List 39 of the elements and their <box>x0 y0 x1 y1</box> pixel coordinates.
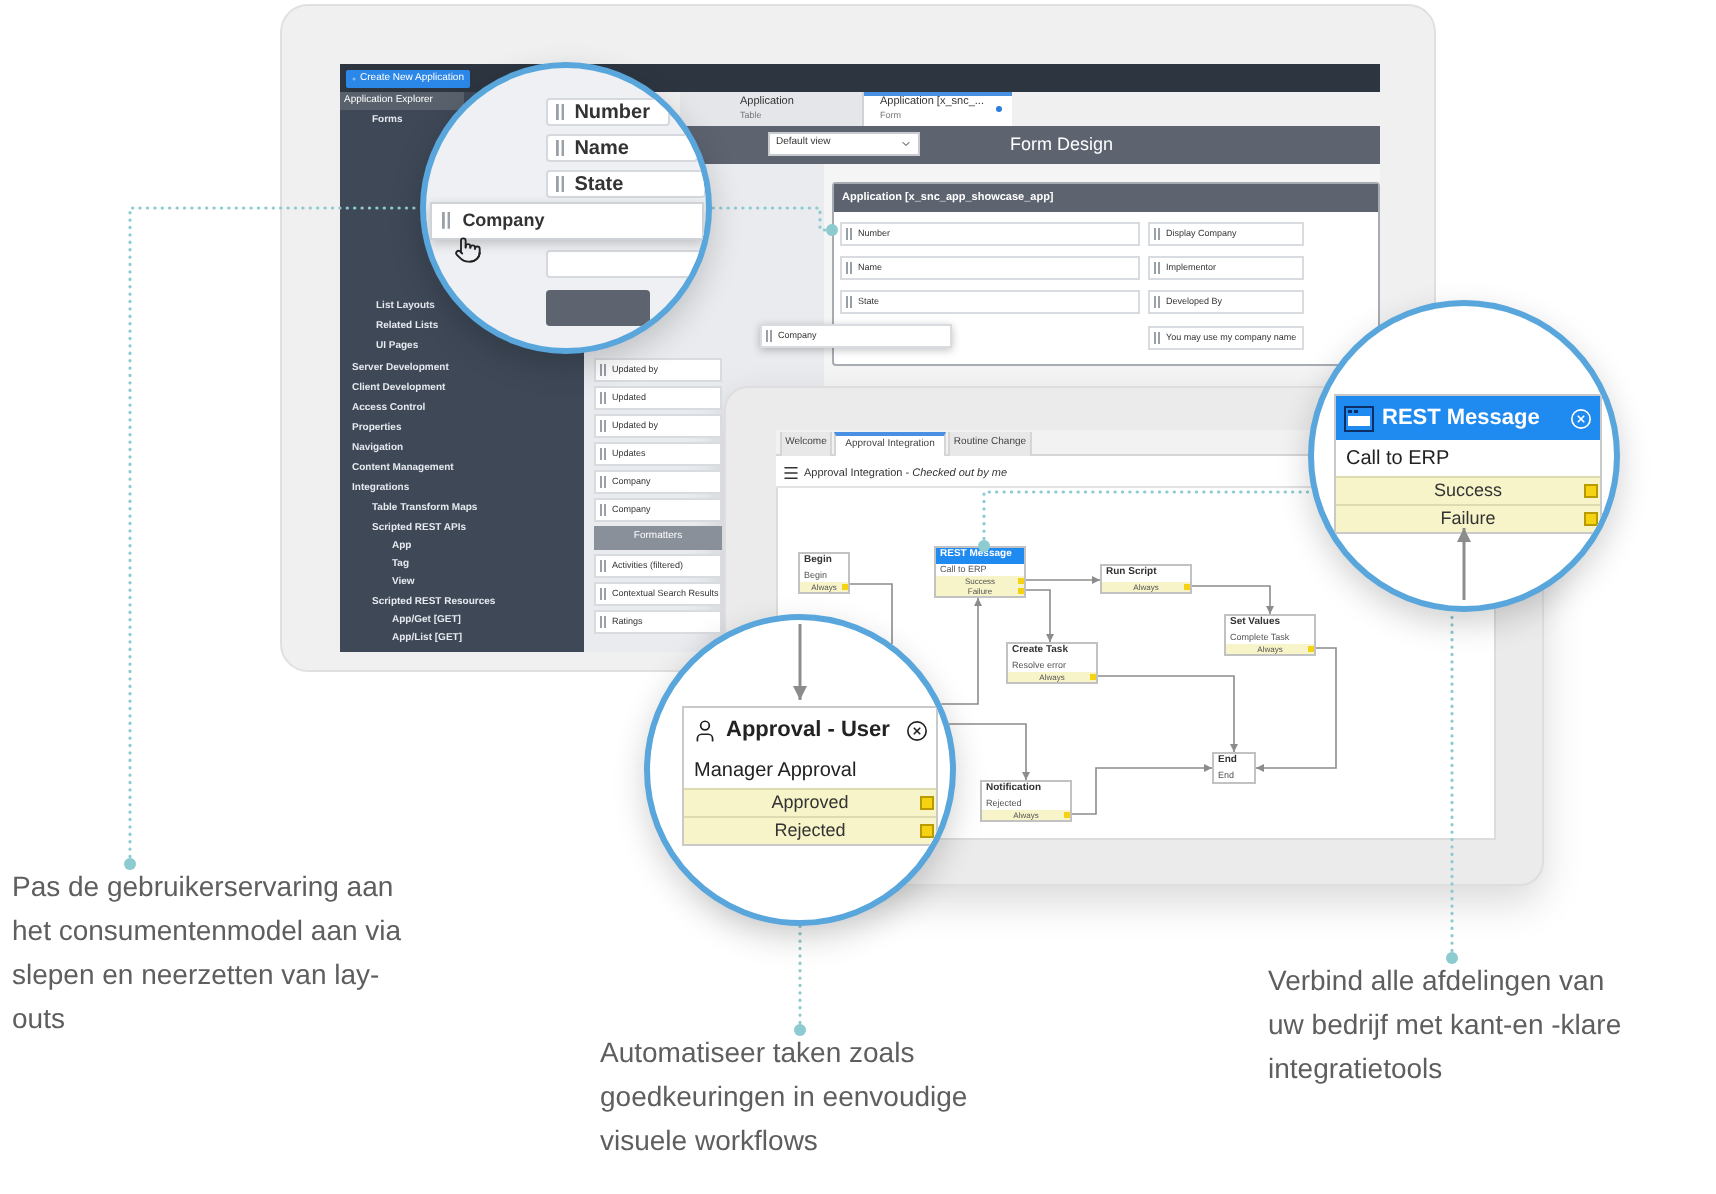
connector-arrow <box>793 624 807 700</box>
condition-label: Success <box>1433 477 1502 504</box>
field-label: Company <box>462 207 545 234</box>
workflow-activity <box>1100 564 1192 594</box>
card-subtitle: Manager Approval <box>692 757 859 785</box>
panel-title: Form Design <box>1010 132 1114 156</box>
card-subtitle: Call to ERP <box>1344 445 1452 473</box>
field-label: Number <box>574 99 650 127</box>
callout-text: Automatiseer taken zoals goedkeuringen in eenvoudige visuele workflows <box>600 1030 1010 1162</box>
connector-arrow <box>1025 589 1054 643</box>
workflow-activity <box>798 552 850 594</box>
connector-arrow <box>1071 764 1213 815</box>
condition-label: Rejected <box>774 817 846 844</box>
connector-arrow <box>1255 647 1337 772</box>
connector-arrow <box>940 597 982 705</box>
field-label: Name <box>574 135 629 163</box>
connector-arrow <box>1191 585 1274 615</box>
field-label: State <box>574 171 624 199</box>
card-title: Approval - User <box>726 715 892 746</box>
connector-arrow <box>1457 528 1471 600</box>
workflow-activity <box>1224 614 1316 656</box>
activity-card <box>682 706 938 846</box>
workflow-activity <box>1212 752 1256 784</box>
connector-arrow <box>948 723 1030 781</box>
condition-label: Failure <box>1440 505 1496 532</box>
workflow-activity <box>934 546 1026 598</box>
workflow-activity <box>980 780 1072 822</box>
condition-label: Approved <box>771 789 849 816</box>
card-title: REST Message <box>1382 403 1542 434</box>
connector-line <box>849 583 893 645</box>
callout-text: Pas de gebruikerservaring aan het consumentenmodel aan via slepen en neerzetten van lay-outs <box>12 864 410 1040</box>
callout-text: Verbind alle afdelingen van uw bedrijf met kant-en -klare integratietools <box>1268 958 1628 1090</box>
leader-line <box>710 206 838 236</box>
connector-arrow <box>1097 675 1238 753</box>
leader-line <box>794 924 806 1036</box>
workflow-activity <box>1006 642 1098 684</box>
leader-line <box>978 490 1314 552</box>
activity-card <box>1334 394 1602 534</box>
connector-arrow <box>1025 576 1101 584</box>
